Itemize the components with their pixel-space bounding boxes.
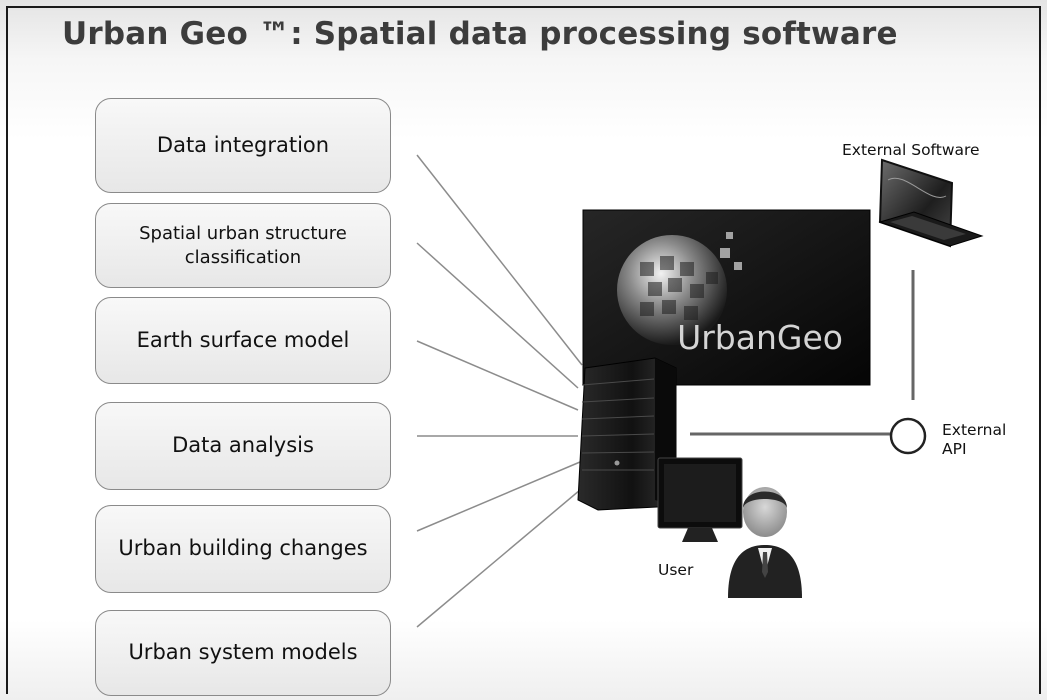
user-label: User [658,561,694,579]
external-api-label: External API [942,421,1007,459]
module-box-data-integration: Data integration [95,98,391,193]
connector-line [416,154,583,366]
external-software-label: External Software [842,141,980,159]
user-avatar-icon [728,487,802,598]
module-box-urban-system-models: Urban system models [95,610,391,696]
connector-line [416,242,579,389]
connector-line [416,340,579,411]
urbangeo-screen: UrbanGeo [582,209,871,386]
api-node-icon [889,417,927,455]
module-box-earth-surface-model: Earth surface model [95,297,391,384]
connector-lines [416,154,583,628]
urbangeo-logo-text: UrbanGeo [677,318,843,357]
monitor-icon [657,457,743,542]
globe-cubes-icon [617,232,742,345]
api-connections [690,270,915,436]
laptop-icon [878,158,984,248]
module-box-urban-building-changes: Urban building changes [95,505,391,593]
connector-line [416,461,581,532]
module-box-data-analysis: Data analysis [95,402,391,490]
connector-line [416,489,581,628]
module-box-spatial-classification: Spatial urban structure classification [95,203,391,288]
slide-frame [6,6,1041,694]
slide-title: Urban Geo ™: Spatial data processing sof… [62,16,898,52]
